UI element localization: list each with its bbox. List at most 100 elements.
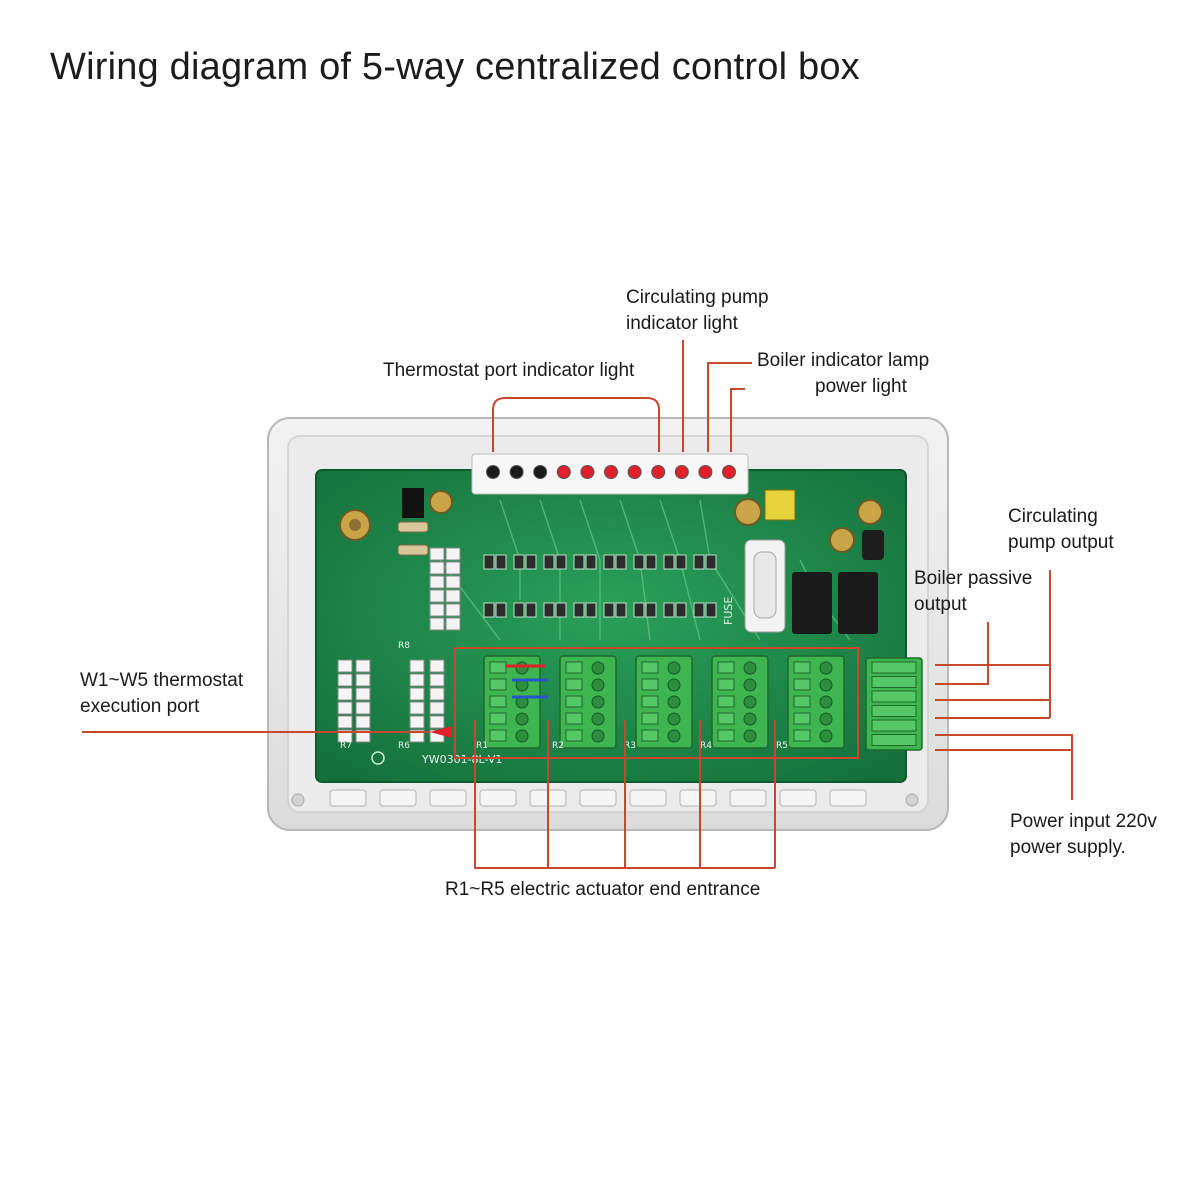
terminal-screw [591, 729, 605, 743]
terminal-screw [667, 695, 681, 709]
resistor-label: R7 [340, 741, 352, 751]
terminal-slot [641, 695, 659, 708]
power-terminal-slot [871, 719, 917, 732]
white-terminal [429, 561, 445, 575]
smd-component [483, 554, 495, 570]
power-terminal-slot [871, 705, 917, 717]
cable-knockouts [329, 789, 867, 807]
resistor-label: R1 [476, 741, 488, 751]
white-terminal [355, 673, 371, 687]
white-terminal [355, 687, 371, 701]
smd-components [483, 554, 717, 618]
relay [792, 572, 832, 634]
smd-component [573, 554, 585, 570]
terminal-slot [641, 712, 659, 725]
red-led [627, 465, 642, 479]
white-terminal [337, 701, 353, 715]
white-terminal [409, 673, 425, 687]
capacitor [734, 498, 762, 526]
white-terminal [337, 687, 353, 701]
terminal-slot [641, 729, 659, 742]
terminal-screw [667, 678, 681, 692]
terminal-slot [641, 678, 659, 691]
indicator-leds [486, 465, 736, 479]
white-terminal [429, 701, 445, 715]
white-terminal [337, 715, 353, 729]
terminal-slot [565, 695, 583, 708]
white-terminal [429, 589, 445, 603]
terminal-slot [717, 695, 735, 708]
red-led [698, 465, 713, 479]
terminal-screw [515, 661, 529, 675]
red-led [580, 465, 595, 479]
terminal-slot [489, 695, 507, 708]
white-terminal [409, 659, 425, 673]
terminal-slot [565, 661, 583, 674]
terminal-screw [743, 695, 757, 709]
terminal-slot [793, 729, 811, 742]
resistor-label: R5 [776, 741, 788, 751]
thermostat-arrow-head [430, 726, 452, 738]
white-terminal [445, 617, 461, 631]
power-terminal-slot [871, 676, 917, 688]
smd-component [585, 554, 597, 570]
terminal-screw [743, 712, 757, 726]
terminal-screw [591, 712, 605, 726]
thermostat-indicator-label: Thermostat port indicator light [383, 360, 635, 381]
terminal-screw [591, 661, 605, 675]
red-led [674, 465, 689, 479]
diagram-title: Wiring diagram of 5-way centralized cont… [50, 46, 860, 88]
terminal-screw [515, 712, 529, 726]
terminal-slot [489, 729, 507, 742]
smd-component [663, 602, 675, 618]
white-terminal [337, 659, 353, 673]
smd-component [495, 554, 507, 570]
smd-component [645, 554, 657, 570]
smd-component [693, 602, 705, 618]
smd-component [603, 554, 615, 570]
black-component [862, 530, 884, 560]
power-input-label: Power input 220v power supply. [1010, 811, 1157, 858]
terminal-screw [667, 729, 681, 743]
black-led [533, 465, 548, 479]
terminal-screw [819, 678, 833, 692]
power-terminal-slot [871, 661, 917, 674]
smd-component [495, 602, 507, 618]
terminal-slot [793, 678, 811, 691]
white-terminal [355, 659, 371, 673]
terminal-slot [565, 712, 583, 725]
leader-lines [82, 340, 1073, 869]
ic-chip [402, 488, 424, 518]
white-terminal [429, 715, 445, 729]
smd-component [513, 602, 525, 618]
smd-component [603, 602, 615, 618]
white-terminal [409, 687, 425, 701]
white-terminal [445, 589, 461, 603]
terminal-screw [667, 661, 681, 675]
mounting-hole [291, 793, 305, 807]
resistor-label: R6 [398, 741, 410, 751]
smd-component [555, 554, 567, 570]
terminal-slot [641, 661, 659, 674]
terminal-screw [743, 661, 757, 675]
smd-component [675, 602, 687, 618]
smd-component [483, 602, 495, 618]
white-terminal [445, 603, 461, 617]
smd-component [705, 554, 717, 570]
smd-component [525, 602, 537, 618]
smd-component [615, 602, 627, 618]
black-led [509, 465, 524, 479]
power-terminal-slot [871, 734, 917, 746]
smd-component [573, 602, 585, 618]
fuse-label: FUSE [722, 597, 735, 625]
terminal-screw [819, 712, 833, 726]
smd-component [543, 554, 555, 570]
smd-component [585, 602, 597, 618]
smd-component [645, 602, 657, 618]
resistor-label: R4 [700, 741, 712, 751]
white-terminal [337, 673, 353, 687]
capacitor [829, 527, 855, 553]
terminal-slot [489, 678, 507, 691]
